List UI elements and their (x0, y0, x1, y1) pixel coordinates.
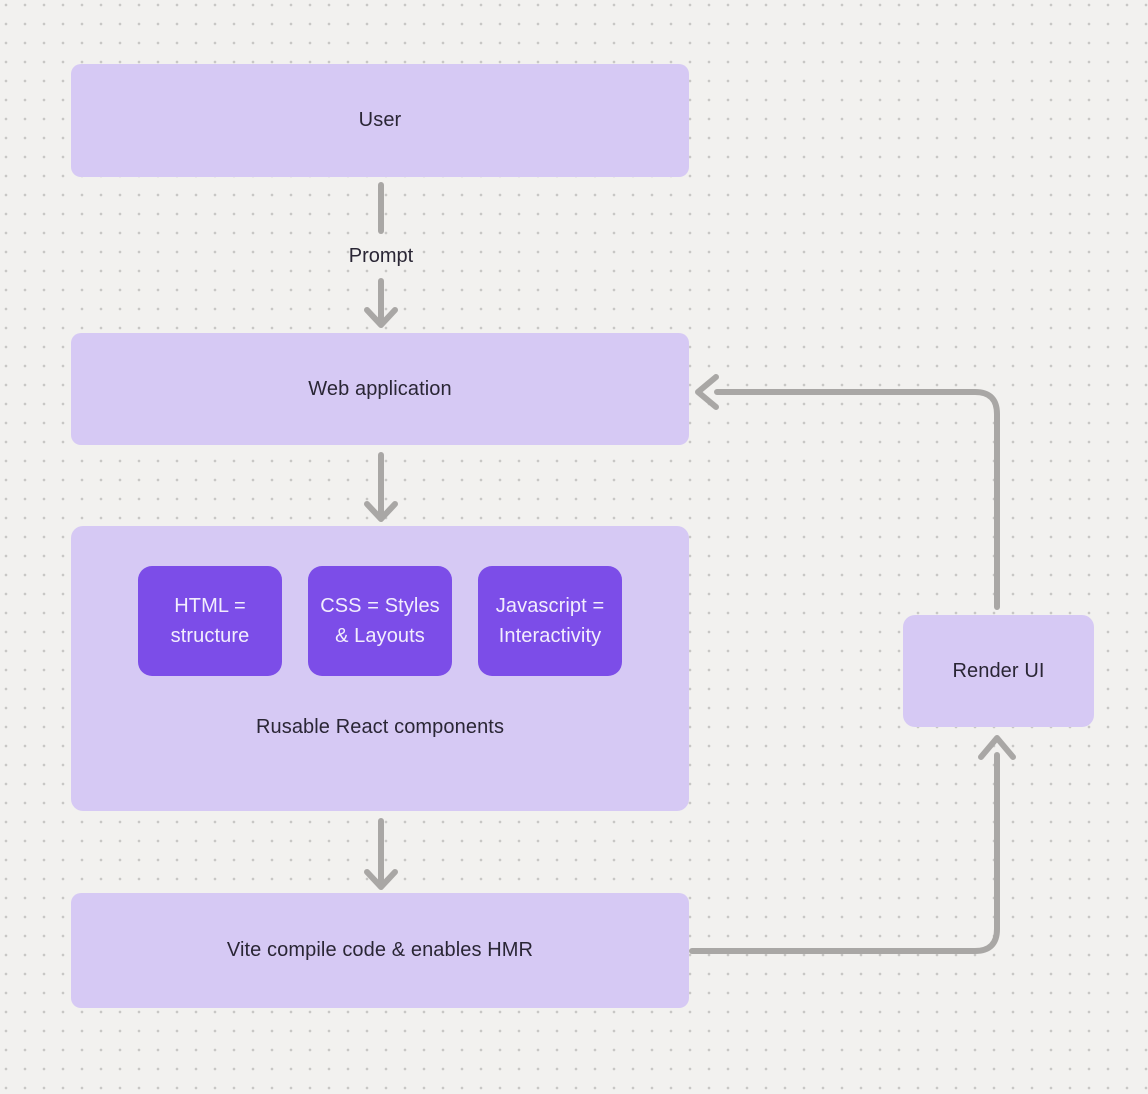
edge-vite-to-render-ui (689, 735, 1016, 954)
node-vite-label: Vite compile code & enables HMR (226, 939, 534, 961)
chip-javascript-line1: Javascript = (495, 595, 605, 617)
edge-render-ui-to-web-application (695, 374, 1000, 610)
node-web-application-label: Web application (308, 377, 452, 400)
node-user: User (71, 64, 689, 177)
chip-css-line2: & Layouts (335, 625, 425, 647)
arrowhead-down-icon (364, 869, 398, 890)
chip-javascript: Javascript = Interactivity (478, 566, 622, 676)
components-caption: Rusable React components (255, 716, 505, 738)
chip-javascript-line2: Interactivity (498, 625, 602, 647)
arrowhead-left-icon (695, 374, 719, 410)
node-render-ui-label: Render UI (952, 659, 1045, 682)
edge-web-application-to-components (364, 452, 398, 522)
node-render-ui: Render UI (903, 615, 1094, 727)
edge-prompt-label: Prompt (348, 245, 414, 267)
chip-html-line2: structure (170, 625, 250, 647)
node-components-group: HTML = structure CSS = Styles & Layouts … (71, 526, 689, 811)
node-user-label: User (358, 109, 402, 131)
edge-components-to-vite (364, 818, 398, 890)
arrowhead-down-icon (364, 501, 398, 522)
node-web-application: Web application (71, 333, 689, 445)
chip-html-line1: HTML = (174, 595, 246, 617)
arrowhead-up-icon (978, 735, 1016, 760)
arrowhead-down-icon (364, 307, 398, 328)
chip-css-line1: CSS = Styles (320, 595, 440, 617)
chip-css: CSS = Styles & Layouts (308, 566, 452, 676)
node-vite: Vite compile code & enables HMR (71, 893, 689, 1008)
chip-html: HTML = structure (138, 566, 282, 676)
